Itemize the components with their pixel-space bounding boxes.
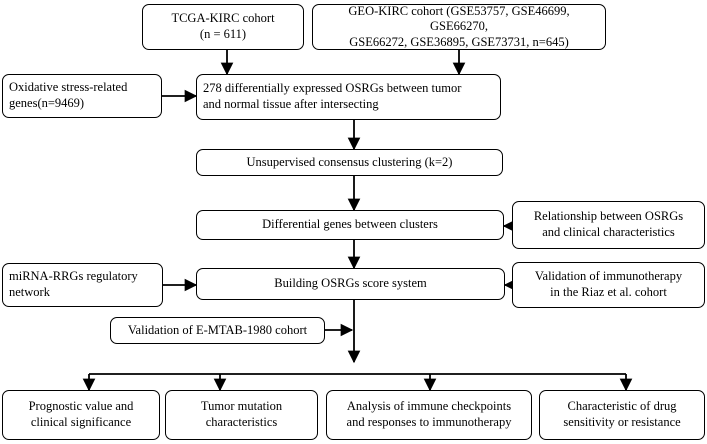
relationship-clinical-box: Relationship between OSRGs and clinical … xyxy=(512,201,705,249)
tcga-cohort-box: TCGA-KIRC cohort (n = 611) xyxy=(142,4,304,50)
tumor-mutation-box: Tumor mutation characteristics xyxy=(165,390,318,440)
oxidative-genes-box: Oxidative stress-related genes(n=9469) xyxy=(2,74,162,118)
mirna-network-box: miRNA-RRGs regulatory network xyxy=(2,263,163,307)
score-system-box: Building OSRGs score system xyxy=(196,268,505,300)
drug-sensitivity-box: Characteristic of drug sensitivity or re… xyxy=(539,390,705,440)
emtab-validation-box: Validation of E-MTAB-1980 cohort xyxy=(110,317,325,344)
geo-cohort-box: GEO-KIRC cohort (GSE53757, GSE46699, GSE… xyxy=(312,4,606,50)
immunotherapy-validation-box: Validation of immunotherapy in the Riaz … xyxy=(512,262,705,308)
deg-osrgs-box: 278 differentially expressed OSRGs betwe… xyxy=(196,74,501,120)
immune-checkpoints-box: Analysis of immune checkpoints and respo… xyxy=(326,390,532,440)
prognostic-value-box: Prognostic value and clinical significan… xyxy=(2,390,160,440)
differential-genes-box: Differential genes between clusters xyxy=(196,210,504,240)
consensus-clustering-box: Unsupervised consensus clustering (k=2) xyxy=(196,149,503,176)
